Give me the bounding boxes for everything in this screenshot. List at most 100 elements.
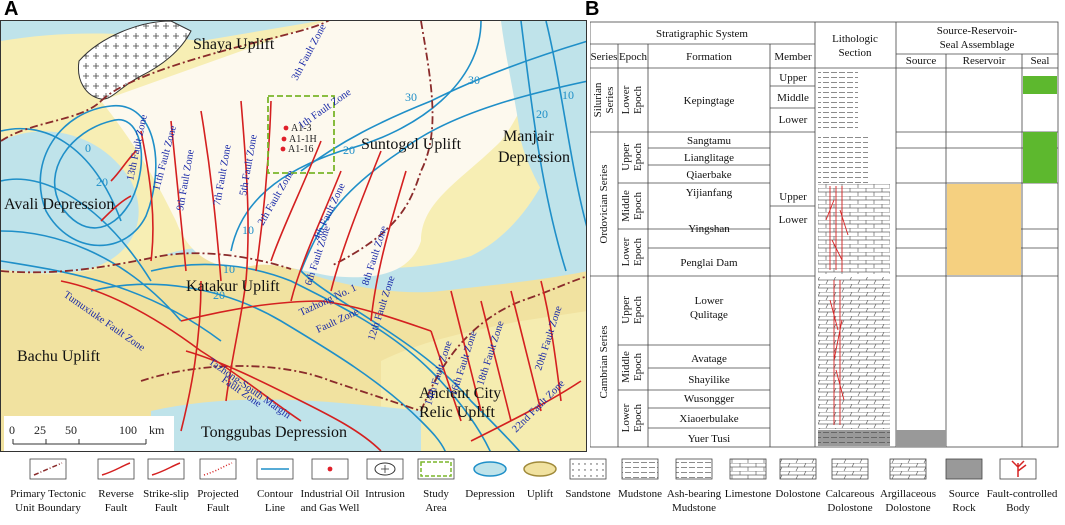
- legend-intrusion-symbol: [374, 462, 396, 476]
- hdr-assemblage-2: Seal Assemblage: [940, 39, 1015, 51]
- legend-study-label-1: Study: [423, 488, 449, 500]
- stratigraphic-column: Stratigraphic System Series Epoch Format…: [589, 20, 1065, 452]
- epoch-ord-lower-label: Epoch: [632, 237, 644, 266]
- scale-unit: km: [149, 423, 165, 437]
- tectonic-map: A1-3 A1-1H A1-16 Shaya Uplift Suntogol U…: [0, 20, 587, 452]
- hdr-series: Series: [591, 51, 618, 63]
- fm-yingshan: Yingshan: [688, 223, 730, 235]
- hdr-formation: Formation: [686, 51, 732, 63]
- label-avali-depression: Avali Depression: [4, 196, 114, 213]
- legend-ashmud-label-2: Mudstone: [672, 502, 716, 514]
- member-middle: Middle: [777, 92, 809, 104]
- label-manjair-2: Depression: [498, 149, 570, 166]
- legend-projected-label-1: Projected: [197, 488, 239, 500]
- ancient-city-uplift: [381, 311, 586, 451]
- legend-well-label-2: and Gas Well: [301, 502, 360, 514]
- legend-argdolo-label-2: Dolostone: [885, 502, 930, 514]
- seal-block-ordovician: [1023, 132, 1057, 183]
- epoch-cam-middle-label: Epoch: [632, 352, 644, 381]
- label-tonggubas: Tonggubas Depression: [201, 424, 347, 441]
- contour-label-20d: 20: [213, 288, 225, 302]
- fm-sangtamu: Sangtamu: [687, 135, 731, 147]
- contour-label-20b: 20: [536, 107, 548, 121]
- litho-silurian: [818, 70, 858, 130]
- strat-grid: [589, 21, 1059, 448]
- hdr-member: Member: [774, 51, 812, 63]
- reservoir-block: [947, 184, 1021, 275]
- label-ancient-city-2: Relic Uplift: [419, 404, 496, 421]
- epoch-silurian-label: Epoch: [632, 85, 644, 114]
- hdr-litho-1: Lithologic: [832, 33, 878, 45]
- legend-source-label-1: Source: [949, 488, 980, 500]
- member-yingshan-lower: Lower: [779, 214, 808, 226]
- contour-label-30b: 30: [405, 90, 417, 104]
- well-a1-1h[interactable]: [281, 136, 287, 142]
- legend-study-label-2: Area: [425, 502, 446, 514]
- legend-well-symbol: [327, 466, 333, 472]
- series-silurian-2: Series: [604, 87, 616, 114]
- legend-dolostone-label: Dolostone: [775, 488, 820, 500]
- series-silurian-1: Silurian: [592, 82, 604, 117]
- hdr-epoch: Epoch: [619, 51, 648, 63]
- fault-lines: [60, 100, 582, 451]
- member-upper: Upper: [779, 72, 807, 84]
- intrusion-body: [77, 21, 192, 100]
- legend-reverse-label-2: Fault: [105, 502, 128, 514]
- legend-argdolo-label-1: Argillaceous: [880, 488, 936, 500]
- contour-lines: [1, 21, 586, 451]
- fm-yijianfang: Yijianfang: [686, 187, 733, 199]
- well-a1-16[interactable]: [280, 146, 286, 152]
- source-block: [896, 430, 946, 447]
- fm-kepingtage: Kepingtage: [684, 95, 735, 107]
- scale-tick-100: 100: [119, 423, 137, 437]
- label-bachu-uplift: Bachu Uplift: [17, 348, 101, 365]
- legend-depression-symbol: [473, 461, 507, 477]
- legend-faultbody-label-2: Body: [1006, 502, 1030, 514]
- tectonic-boundaries: [1, 21, 586, 412]
- map-svg: A1-3 A1-1H A1-16 Shaya Uplift Suntogol U…: [1, 21, 586, 451]
- legend-limestone-label: Limestone: [725, 488, 772, 500]
- contour-label-20a: 20: [96, 175, 108, 189]
- legend-strikeslip-label-2: Fault: [155, 502, 178, 514]
- fm-lower-qulitage-2: Qulitage: [690, 309, 728, 321]
- contour-label-20c: 20: [343, 143, 355, 157]
- legend-strikeslip-label-1: Strike-slip: [143, 488, 189, 500]
- legend-svg: Primary Tectonic Unit Boundary Reverse F…: [10, 458, 1058, 514]
- member-yingshan-upper: Upper: [779, 191, 807, 203]
- scale-tick-50: 50: [65, 423, 77, 437]
- legend-study-symbol: [420, 461, 452, 477]
- well-a1-3[interactable]: [283, 125, 289, 131]
- label-suntogol-uplift: Suntogol Uplift: [361, 136, 462, 153]
- epoch-ord-lower: Lower: [620, 237, 632, 266]
- series-cambrian: Cambrian Series: [598, 325, 610, 398]
- contour-label-10a: 10: [562, 88, 574, 102]
- scale-tick-25: 25: [34, 423, 46, 437]
- epoch-ord-upper-label: Epoch: [632, 142, 644, 171]
- fm-yuer-tusi: Yuer Tusi: [688, 433, 731, 445]
- label-shaya-uplift: Shaya Uplift: [193, 36, 275, 53]
- seal-block-silurian: [1023, 76, 1057, 94]
- litho-upper-ordovician: [818, 133, 868, 183]
- fm-avatage: Avatage: [691, 353, 727, 365]
- legend-depression-label: Depression: [465, 488, 515, 500]
- legend-calcdolo-label-2: Dolostone: [827, 502, 872, 514]
- hdr-litho-2: Section: [839, 47, 872, 59]
- avali-depression: [1, 131, 139, 274]
- legend-faultbody-symbol: [1011, 460, 1027, 477]
- well-label-a1-3: A1-3: [291, 123, 312, 134]
- tonggubas-depression: [151, 399, 421, 451]
- epoch-cam-upper: Upper: [620, 296, 632, 324]
- legend-sandstone-label: Sandstone: [565, 488, 610, 500]
- epoch-cam-middle: Middle: [620, 351, 632, 383]
- litho-yuer-tusi: [818, 430, 890, 446]
- member-lower: Lower: [779, 114, 808, 126]
- fm-xiaoerbulake: Xiaoerbulake: [679, 413, 738, 425]
- legend-contour-label-2: Line: [265, 502, 285, 514]
- litho-middle-lower-ordovician: [818, 184, 890, 274]
- scale-tick-0: 0: [9, 423, 15, 437]
- legend-reverse-label-1: Reverse: [98, 488, 134, 500]
- scale-bar: [12, 439, 147, 445]
- fault-controlled-body: [825, 186, 849, 425]
- litho-cambrian: [818, 277, 890, 429]
- legend: Primary Tectonic Unit Boundary Reverse F…: [0, 455, 1065, 520]
